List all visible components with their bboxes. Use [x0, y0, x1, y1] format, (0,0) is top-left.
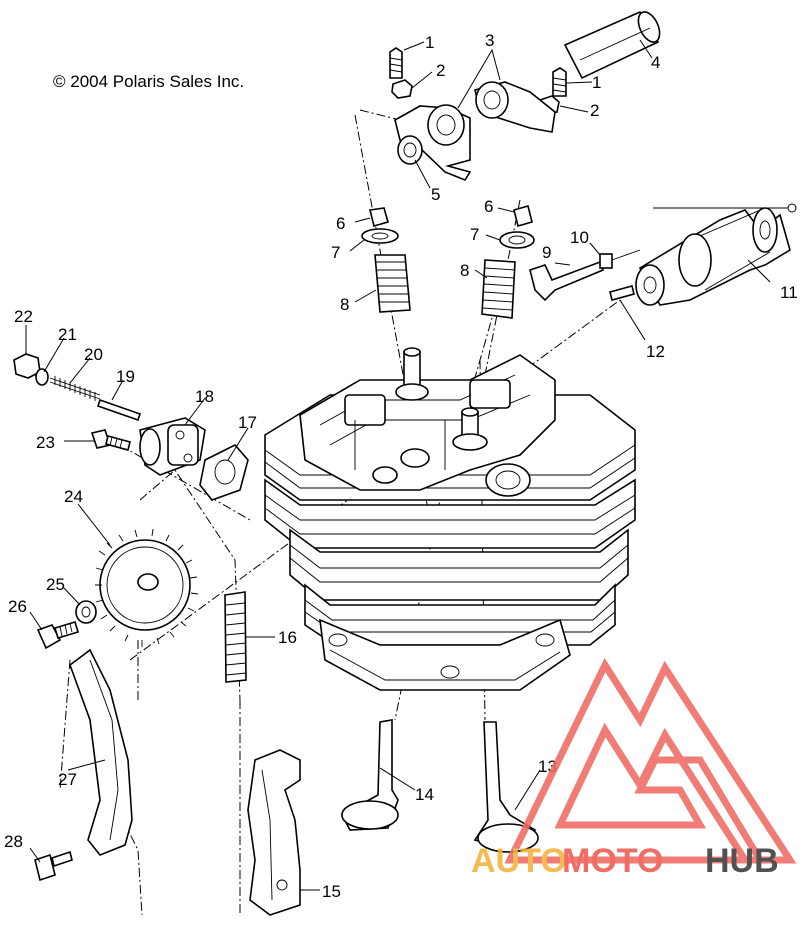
timing-assembly: [13, 353, 301, 916]
callout-22: 22: [14, 307, 33, 326]
callout-14: 14: [415, 785, 434, 804]
callout-16: 16: [278, 628, 297, 647]
callout-28: 28: [4, 832, 23, 851]
callout-2a: 2: [436, 61, 445, 80]
callout-10: 10: [570, 228, 589, 247]
callout-15: 15: [322, 882, 341, 901]
cylinder-head: [264, 347, 636, 691]
callout-26: 26: [8, 597, 27, 616]
callout-4: 4: [651, 53, 660, 72]
callout-12: 12: [646, 342, 665, 361]
callout-numbers: 1 1 2 2 3 4 5 6 6 7 7 8 8 9 10 11 12 13 …: [4, 31, 798, 901]
callout-17: 17: [238, 413, 257, 432]
callout-3: 3: [485, 31, 494, 50]
callout-27: 27: [58, 770, 77, 789]
callout-23: 23: [36, 433, 55, 452]
sprocket: [95, 528, 199, 647]
watermark-word-auto: AUTO: [471, 842, 567, 880]
callout-8b: 8: [460, 261, 469, 280]
watermark: AUTO MOTO HUB: [471, 657, 797, 880]
callout-1b: 1: [592, 73, 601, 92]
callout-5: 5: [431, 185, 440, 204]
callout-6b: 6: [484, 197, 493, 216]
callout-9: 9: [542, 243, 551, 262]
valves: [340, 719, 539, 853]
watermark-word-hub: HUB: [705, 842, 779, 880]
callout-1a: 1: [425, 33, 434, 52]
callout-21: 21: [58, 325, 77, 344]
callout-18: 18: [195, 387, 214, 406]
callout-6a: 6: [336, 214, 345, 233]
callout-7a: 7: [331, 243, 340, 262]
callout-24: 24: [64, 487, 83, 506]
callout-7b: 7: [470, 225, 479, 244]
leader-lines: [25, 39, 797, 891]
watermark-logo: [504, 657, 797, 864]
copyright-text: © 2004 Polaris Sales Inc.: [53, 72, 244, 91]
watermark-word-moto: MOTO: [562, 842, 663, 880]
callout-8a: 8: [340, 295, 349, 314]
callout-25: 25: [46, 575, 65, 594]
callout-20: 20: [84, 345, 103, 364]
callout-19: 19: [116, 367, 135, 386]
rocker-assembly: [361, 10, 791, 319]
callout-2b: 2: [590, 101, 599, 120]
callout-11: 11: [780, 283, 798, 302]
